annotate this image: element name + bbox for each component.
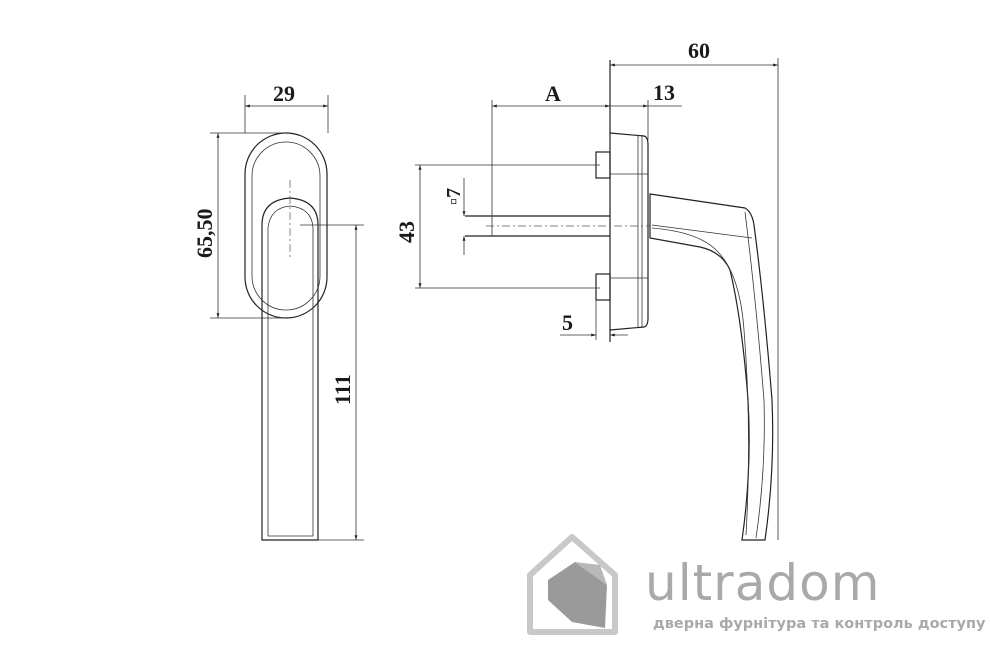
dim-5: 5 (562, 310, 573, 335)
dim-square-7: ▫7 (443, 188, 465, 205)
lever-front-inner (267, 205, 314, 537)
dim-29: 29 (273, 81, 295, 106)
screw-bottom (595, 273, 611, 301)
brand-name: ultradom (645, 554, 880, 612)
ultradom-logo: ultradom дверна фурнітура та контроль до… (527, 534, 986, 635)
front-view: 29 65,50 111 (192, 81, 364, 541)
dim-A: A (545, 81, 561, 106)
lever-contour-line (651, 224, 753, 239)
box-icon-top (575, 562, 607, 585)
lever-contour-line (651, 227, 749, 536)
dim-65-50: 65,50 (192, 209, 217, 259)
box-icon (548, 562, 607, 628)
rose-side (609, 132, 649, 331)
dim-13: 13 (653, 80, 675, 105)
lever-contour-line (744, 211, 765, 539)
brand-tagline: дверна фурнітура та контроль доступу (653, 616, 986, 632)
lever-side (649, 193, 774, 541)
rose-inner (251, 141, 321, 311)
dim-111: 111 (330, 374, 355, 405)
house-icon (527, 534, 618, 635)
dim-43: 43 (394, 221, 419, 243)
side-view: 60 A 13 43 ▫7 5 (394, 38, 779, 541)
dim-60: 60 (688, 38, 710, 63)
rose-outer (244, 132, 328, 319)
